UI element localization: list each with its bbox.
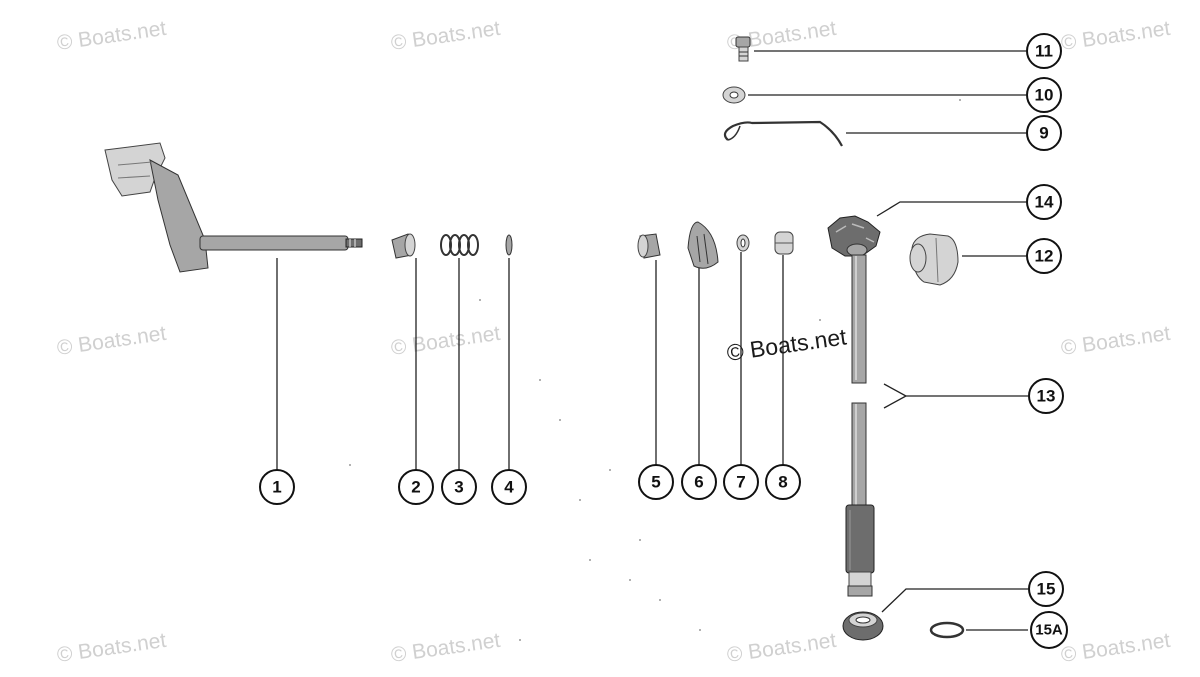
callout-3: 3 <box>441 469 477 505</box>
part-12-bushing <box>909 233 959 286</box>
callout-7: 7 <box>723 464 759 500</box>
watermark: © Boats.net <box>55 17 167 55</box>
part-1-shift-handle <box>104 142 363 273</box>
watermark: © Boats.net <box>55 322 167 360</box>
watermark: © Boats.net <box>389 322 501 360</box>
part-8-nut <box>774 231 794 255</box>
callout-11-label: 11 <box>1035 42 1053 61</box>
watermark: © Boats.net <box>1059 17 1171 55</box>
watermark: © Boats.net <box>1059 629 1171 667</box>
callout-15a: 15A <box>1030 611 1068 649</box>
part-15a-o-ring <box>929 621 965 639</box>
callout-13: 13 <box>1028 378 1064 414</box>
callout-13-label: 13 <box>1037 387 1056 406</box>
part-4-washer <box>505 234 513 256</box>
callout-10: 10 <box>1026 77 1062 113</box>
callout-1-label: 1 <box>272 478 281 497</box>
callout-1: 1 <box>259 469 295 505</box>
watermark: © Boats.net <box>389 17 501 55</box>
callout-9-label: 9 <box>1039 124 1048 143</box>
callout-15: 15 <box>1028 571 1064 607</box>
callout-5: 5 <box>638 464 674 500</box>
part-3-spring <box>440 234 479 256</box>
watermark: © Boats.net <box>55 629 167 667</box>
callout-6-label: 6 <box>694 473 703 492</box>
callout-15-label: 15 <box>1037 580 1056 599</box>
callout-9: 9 <box>1026 115 1062 151</box>
callout-4-label: 4 <box>504 478 514 497</box>
callout-2-label: 2 <box>411 478 420 497</box>
callout-14-label: 14 <box>1035 193 1054 212</box>
leader-lines <box>276 50 1028 631</box>
callout-2: 2 <box>398 469 434 505</box>
callout-12: 12 <box>1026 238 1062 274</box>
watermark-group: © Boats.net © Boats.net © Boats.net © Bo… <box>55 17 1171 667</box>
part-15-bushing <box>842 611 884 641</box>
callout-8: 8 <box>765 464 801 500</box>
callout-3-label: 3 <box>454 478 463 497</box>
part-13-shaft <box>845 254 875 597</box>
scan-specks <box>349 99 961 641</box>
callout-15a-label: 15A <box>1035 622 1063 639</box>
callout-12-label: 12 <box>1035 247 1054 266</box>
part-9-wire-link <box>723 120 843 147</box>
part-5-bushing <box>637 233 661 259</box>
part-14-gear <box>827 215 881 257</box>
part-2-bushing <box>391 233 416 259</box>
callout-6: 6 <box>681 464 717 500</box>
callout-10-label: 10 <box>1035 86 1054 105</box>
part-7-washer <box>736 234 750 252</box>
callout-8-label: 8 <box>778 473 787 492</box>
watermark-center: © Boats.net <box>725 323 849 366</box>
part-10-washer <box>722 86 746 104</box>
watermark: © Boats.net <box>389 629 501 667</box>
callout-7-label: 7 <box>736 473 745 492</box>
callout-5-label: 5 <box>651 473 660 492</box>
watermark: © Boats.net <box>725 629 837 667</box>
watermark: © Boats.net <box>1059 322 1171 360</box>
callout-14: 14 <box>1026 184 1062 220</box>
callout-4: 4 <box>491 469 527 505</box>
callout-11: 11 <box>1026 33 1062 69</box>
part-11-screw <box>735 36 751 62</box>
part-6-cam <box>687 221 719 269</box>
